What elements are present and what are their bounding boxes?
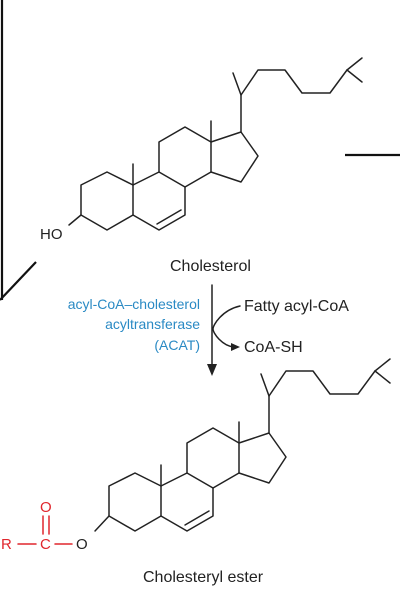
side-chain-terminal-a: [346, 69, 363, 83]
ring-c: [158, 126, 212, 188]
enzyme-abbrev: (ACAT): [154, 337, 200, 353]
side-chain-terminal-b: [346, 57, 363, 71]
hydroxyl-bond: [68, 214, 82, 226]
ester-side-chain-terminal-a: [374, 370, 391, 384]
ring-b: [132, 171, 186, 231]
ester-side-chain-methyl: [260, 373, 270, 397]
cholesteryl-ester-label: Cholesteryl ester: [143, 569, 264, 586]
acyl-group: [17, 515, 73, 545]
acyl-r-label: R: [1, 536, 12, 553]
ester-oxygen-bond: [94, 515, 110, 532]
product-label: CoA-SH: [244, 339, 303, 356]
double-bond-c5-c6: [156, 209, 182, 225]
ester-oxygen-label: O: [76, 536, 88, 553]
carbonyl-oxygen-label: O: [40, 499, 52, 516]
ring-a: [80, 171, 134, 231]
side-arrow-curve: [212, 305, 241, 348]
enzyme-name-line2: acyltransferase: [105, 316, 200, 332]
enzyme-name-line1: acyl-CoA–cholesterol: [68, 296, 200, 312]
ester-side-chain-terminal-b: [374, 358, 391, 372]
reaction-arrow-head: [207, 364, 217, 376]
ester-ring-c: [186, 427, 240, 489]
acyl-carbon-label: C: [40, 536, 51, 553]
ester-ring-d: [238, 432, 287, 484]
hydroxyl-label: HO: [40, 226, 63, 243]
cholesterol-structure: [68, 57, 363, 231]
cholesteryl-ester-structure: [94, 358, 391, 532]
ester-double-bond-c5-c6: [184, 510, 210, 526]
ring-d: [210, 131, 259, 183]
side-chain: [240, 69, 348, 133]
side-chain-methyl: [232, 72, 242, 96]
ester-ring-a: [108, 472, 162, 532]
reactant-label: Fatty acyl-CoA: [244, 298, 349, 315]
side-arrow-head: [231, 343, 240, 351]
ester-side-chain: [268, 370, 376, 434]
ester-ring-b: [160, 472, 214, 532]
frame-diagonal-line: [0, 261, 37, 301]
cholesterol-label: Cholesterol: [170, 258, 251, 275]
